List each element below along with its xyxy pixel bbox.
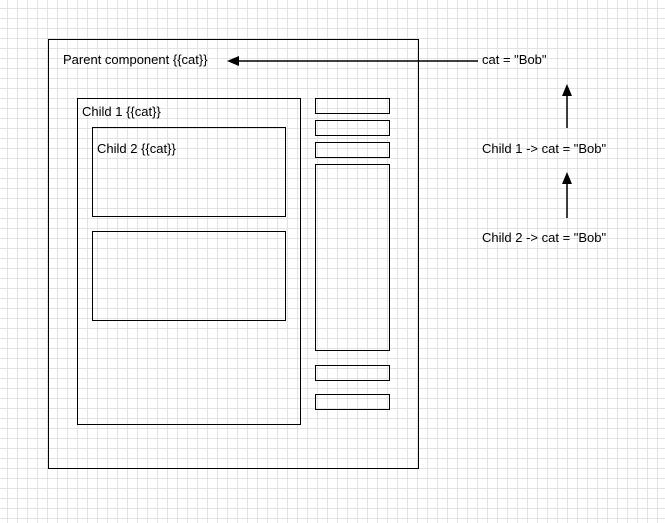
side-box-tall (315, 164, 390, 351)
side-box-5 (315, 394, 390, 410)
child1-inner-box (92, 231, 286, 321)
parent-value-annotation: cat = "Bob" (482, 52, 547, 67)
child1-box (77, 98, 301, 425)
child1-value-annotation: Child 1 -> cat = "Bob" (482, 141, 607, 156)
child2-box (92, 127, 286, 217)
parent-component-label: Parent component {{cat}} (63, 52, 208, 67)
parent-component-box (48, 39, 419, 469)
child2-label: Child 2 {{cat}} (97, 141, 176, 156)
side-box-1 (315, 98, 390, 114)
arrow-child1-to-parent-head (562, 84, 572, 96)
side-box-2 (315, 120, 390, 136)
child2-value-annotation: Child 2 -> cat = "Bob" (482, 230, 607, 245)
side-box-4 (315, 365, 390, 381)
arrow-child2-to-child1-head (562, 172, 572, 184)
child1-label: Child 1 {{cat}} (82, 104, 161, 119)
arrow-to-parent-head (227, 56, 239, 66)
side-box-3 (315, 142, 390, 158)
